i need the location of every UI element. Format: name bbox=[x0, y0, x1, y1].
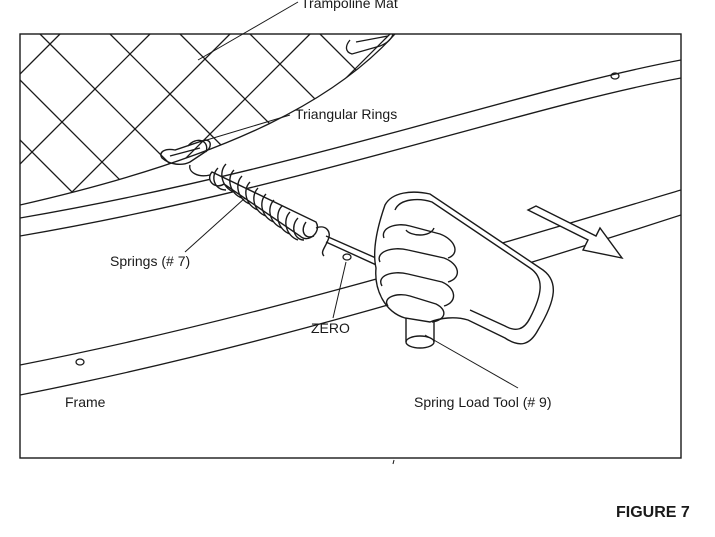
leader-zero bbox=[332, 261, 347, 319]
mat-edge bbox=[20, 34, 396, 206]
hand-holding-tool bbox=[374, 191, 555, 349]
label-zero: ZERO bbox=[311, 320, 350, 336]
frame-inner-edge bbox=[20, 189, 681, 366]
leader-springs bbox=[184, 197, 246, 253]
label-frame: Frame bbox=[65, 394, 106, 410]
label-triangular-rings: Triangular Rings bbox=[295, 106, 398, 122]
top-hook bbox=[345, 34, 394, 55]
label-trampoline-mat: Trampoline Mat bbox=[301, 0, 398, 11]
label-springs: Springs (# 7) bbox=[110, 253, 191, 269]
figure-caption: FIGURE 7 bbox=[616, 504, 690, 521]
figure-frame bbox=[19, 33, 682, 459]
leader-trampoline-mat bbox=[197, 1, 299, 61]
frame-outer-edge bbox=[20, 214, 681, 396]
frame-top-inner bbox=[20, 59, 681, 219]
frame-hole-zero bbox=[342, 253, 352, 261]
spring-end-hook bbox=[315, 226, 330, 257]
spring-hook bbox=[189, 164, 211, 177]
frame-top-outer bbox=[20, 77, 681, 237]
frame-hole bbox=[75, 358, 85, 366]
leader-triangular-rings bbox=[199, 114, 291, 143]
spring bbox=[208, 163, 319, 241]
label-spring-load-tool: Spring Load Tool (# 9) bbox=[414, 394, 552, 410]
trampoline-mat bbox=[20, 34, 391, 205]
direction-arrow bbox=[526, 205, 624, 260]
leader-spring-load-tool bbox=[424, 334, 519, 389]
triangular-ring bbox=[160, 139, 211, 166]
frame-hole bbox=[610, 72, 620, 80]
